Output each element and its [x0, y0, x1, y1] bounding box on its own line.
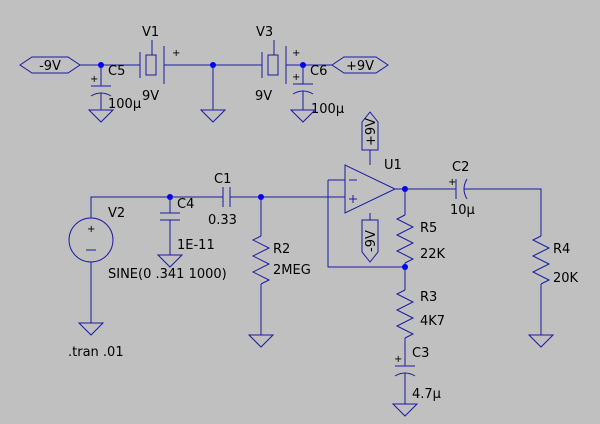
component-ref: R2 — [273, 242, 290, 257]
capacitor-c5[interactable]: + C5 100µ — [90, 64, 141, 112]
capacitor-c3[interactable]: + C3 4.7µ — [394, 346, 441, 404]
component-ref: C6 — [310, 64, 327, 79]
component-value: 9V — [142, 89, 159, 104]
component-value: 0.33 — [208, 213, 237, 228]
component-ref: R4 — [553, 242, 570, 257]
ground-symbol — [527, 334, 555, 348]
component-value: 1E-11 — [177, 238, 215, 253]
polarity-mark: + — [292, 72, 300, 83]
ground-symbol — [247, 334, 275, 348]
resistor-r2[interactable]: R2 2MEG — [251, 197, 311, 335]
ground-symbol — [391, 403, 419, 417]
component-ref: C1 — [214, 172, 231, 187]
component-value: 10µ — [450, 203, 475, 218]
component-value: SINE(0 .341 1000) — [108, 267, 227, 282]
component-value: 100µ — [311, 102, 344, 117]
polarity-mark: + — [394, 354, 402, 365]
component-value: 20K — [553, 271, 579, 286]
polarity-mark: + — [87, 224, 95, 235]
wire — [90, 196, 170, 218]
resistor-r3[interactable]: R3 4K7 — [395, 267, 445, 366]
component-value: 100µ — [108, 97, 141, 112]
net-flag-opamp-vminus[interactable]: -9V — [361, 219, 379, 263]
component-value: 4K7 — [420, 314, 445, 329]
battery-v3[interactable]: + V3 9V — [255, 25, 300, 104]
ground-symbol — [87, 109, 115, 123]
component-value: 9V — [255, 89, 272, 104]
component-ref: V1 — [142, 25, 159, 40]
net-label: -9V — [364, 230, 379, 252]
spice-directive[interactable]: .tran .01 — [68, 345, 124, 360]
component-value: 22K — [420, 247, 446, 262]
component-ref: C5 — [108, 64, 125, 79]
ground-symbol — [77, 322, 105, 336]
wire — [464, 188, 542, 236]
component-ref: R3 — [420, 290, 437, 305]
net-label: -9V — [39, 59, 61, 74]
component-ref: R5 — [420, 221, 437, 236]
ground-symbol — [156, 254, 184, 268]
polarity-mark: + — [90, 74, 98, 85]
capacitor-c4[interactable]: C4 1E-11 — [160, 197, 215, 255]
polarity-mark: + — [292, 48, 300, 59]
polarity-mark: + — [448, 177, 456, 188]
component-ref: C2 — [452, 160, 469, 175]
capacitor-c2[interactable]: + C2 10µ — [448, 160, 475, 218]
net-flag-pos9v-right[interactable]: +9V — [331, 56, 389, 74]
component-ref: V3 — [256, 25, 273, 40]
ground-symbol — [199, 109, 227, 123]
feedback-wire — [327, 180, 405, 268]
ground-symbol — [289, 109, 317, 123]
battery-v1[interactable]: + V1 9V — [136, 25, 180, 104]
voltage-source-v2[interactable]: + V2 SINE(0 .341 1000) — [68, 196, 227, 323]
component-ref: V2 — [108, 206, 125, 221]
capacitor-c1[interactable]: C1 0.33 — [208, 172, 237, 228]
component-value: 4.7µ — [412, 387, 441, 402]
net-label: +9V — [346, 59, 374, 74]
resistor-r4[interactable]: R4 20K — [531, 235, 579, 335]
component-ref: C3 — [412, 346, 429, 361]
component-value: 2MEG — [273, 263, 311, 278]
net-label: +9V — [364, 118, 379, 146]
resistor-r5[interactable]: R5 22K — [395, 189, 446, 267]
component-ref: C4 — [177, 197, 194, 212]
opamp-u1[interactable]: U1 — [328, 150, 405, 220]
capacitor-c6[interactable]: + C6 100µ — [292, 64, 344, 117]
polarity-mark: + — [172, 48, 180, 59]
net-flag-neg9v-left[interactable]: -9V — [19, 56, 81, 74]
net-flag-opamp-vplus[interactable]: +9V — [361, 111, 379, 151]
component-ref: U1 — [384, 158, 402, 173]
